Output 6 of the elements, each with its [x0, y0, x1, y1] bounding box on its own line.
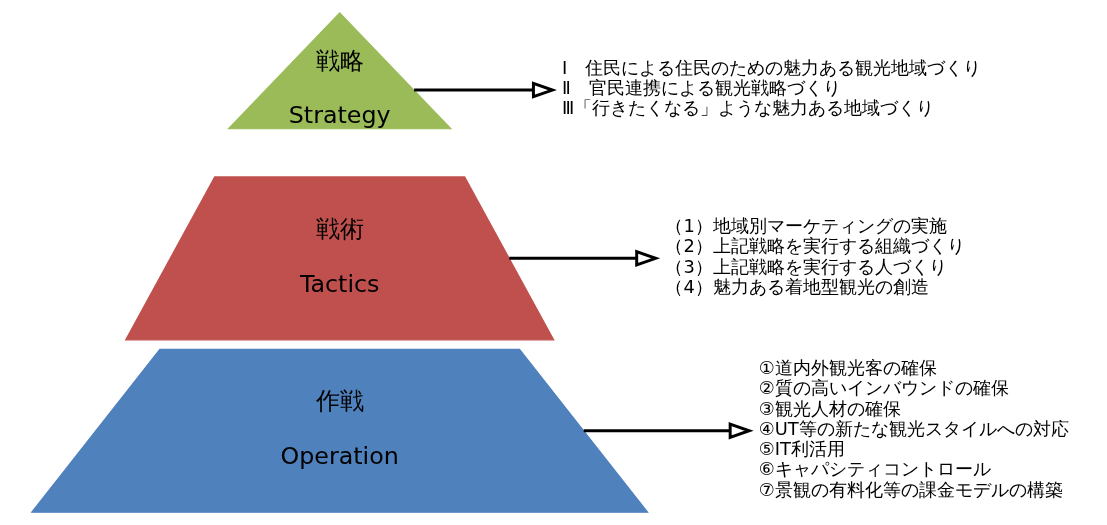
- node-text: ①道内外観光客の確保 ②質の高いインバウンドの確保 ③観光人材の確保 ④UT等の新たな観光スタイルへの対応 ⑤IT利活用 ⑥キャパシティコントロール ⑦景観の有料化等の課金モデルの構築: [758, 357, 1069, 500]
- arrow: [413, 81, 557, 99]
- arrow: [583, 422, 754, 440]
- node-text: Ⅰ 住民による住民のための魅力ある観光地域づくり Ⅱ 官民連携による観光戦略づくり Ⅲ「行きたくなる」ような魅力ある地域づくり: [561, 57, 981, 119]
- node-text: （1）地域別マーケティングの実施 （2）上記戦略を実行する組織づくり （3）上記戦略を実行する人づくり （4）魅力ある着地型観光の創造: [664, 215, 965, 297]
- arrow: [508, 249, 660, 268]
